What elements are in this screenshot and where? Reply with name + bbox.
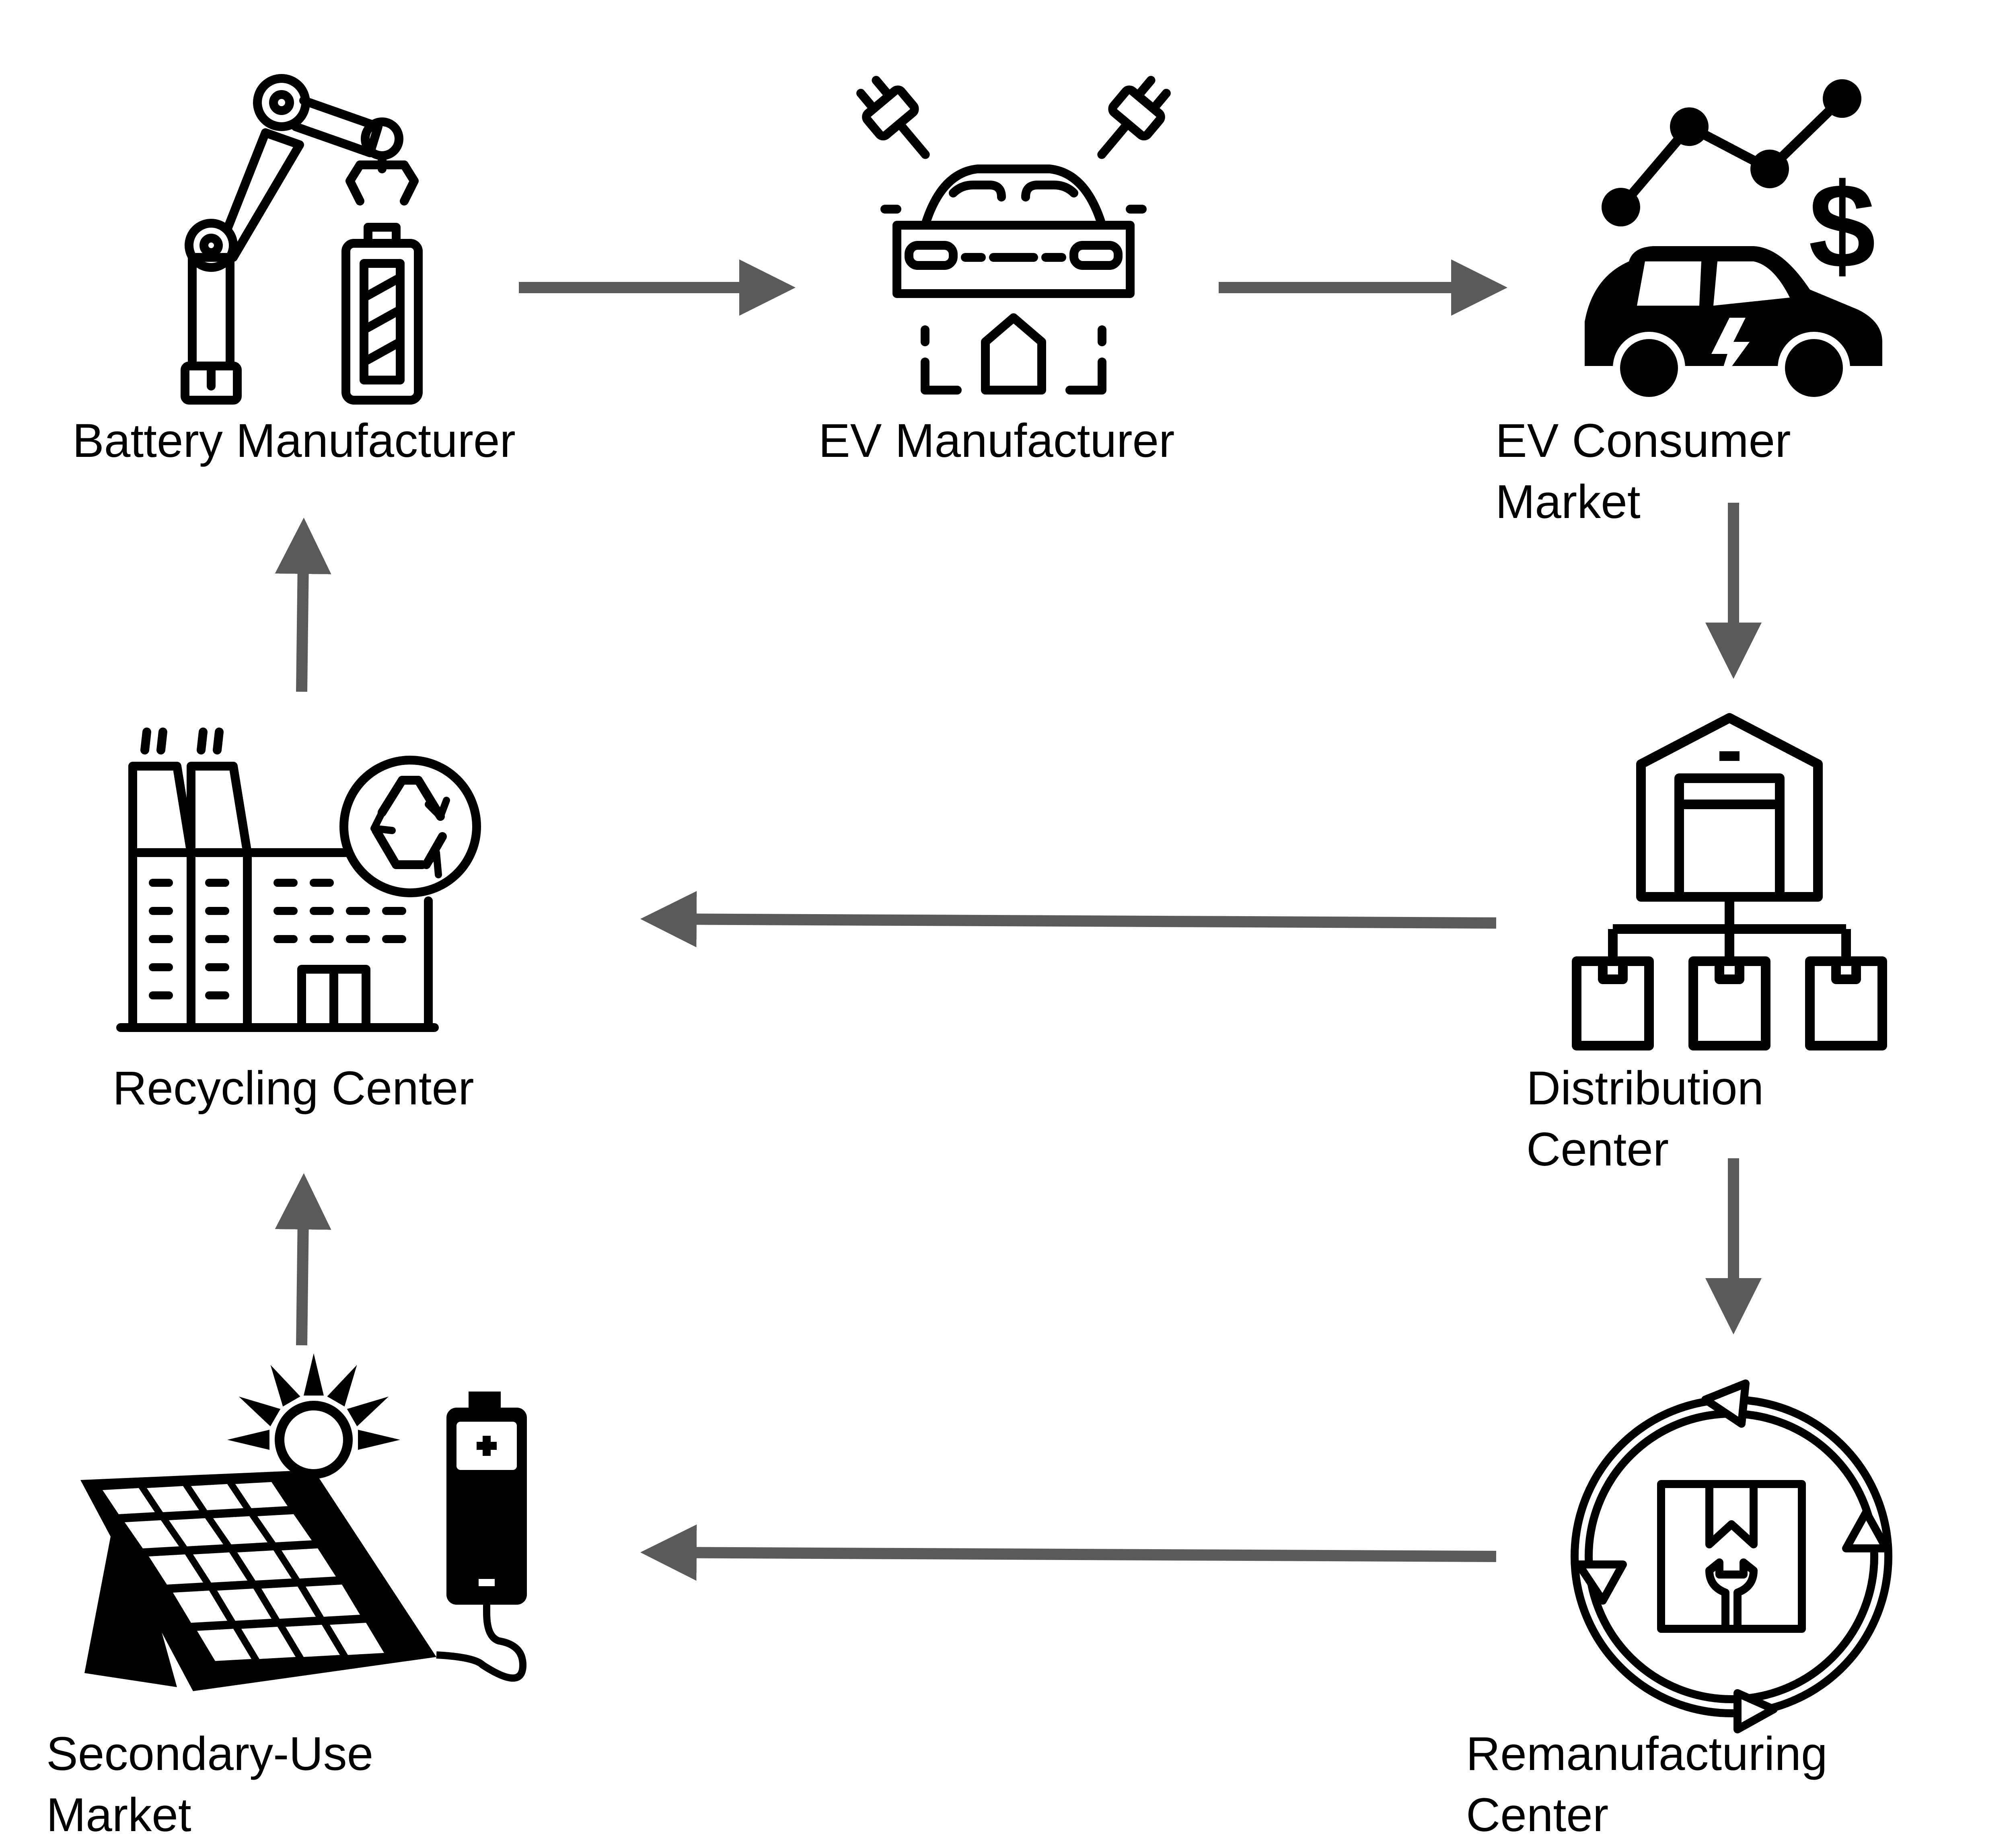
robot-arm-battery-icon [181, 74, 423, 405]
arrows [275, 259, 1762, 1581]
arrow-distribution-to-recycling [640, 891, 1497, 948]
ev-charging-car-icon [856, 76, 1171, 395]
remanufacturing-center-label: Remanufacturing Center [1466, 1727, 1828, 1842]
recycling-factory-icon [116, 728, 481, 1032]
arrow-secondary-use-to-recycling [275, 1173, 331, 1346]
remanufacture-cycle-icon [1571, 1379, 1892, 1733]
ev-manufacturer-label: EV Manufacturer [818, 414, 1175, 467]
svg-text:$: $ [1809, 158, 1876, 293]
arrow-recycling-to-battery [275, 518, 331, 692]
distribution-center-label: Distribution Center [1526, 1062, 1764, 1176]
car-market-chart-icon: $ [1585, 79, 1882, 404]
recycling-center-label: Recycling Center [113, 1062, 474, 1115]
secondary-use-market-label: Secondary-Use Market [46, 1727, 374, 1842]
warehouse-distribution-icon [1572, 713, 1887, 1050]
arrow-remanufacturing-to-secondary-use [640, 1524, 1497, 1581]
battery-manufacturer-label: Battery Manufacturer [72, 414, 516, 467]
solar-panel-battery-icon [80, 1353, 527, 1691]
ev-consumer-market-label: EV Consumer Market [1495, 414, 1791, 528]
